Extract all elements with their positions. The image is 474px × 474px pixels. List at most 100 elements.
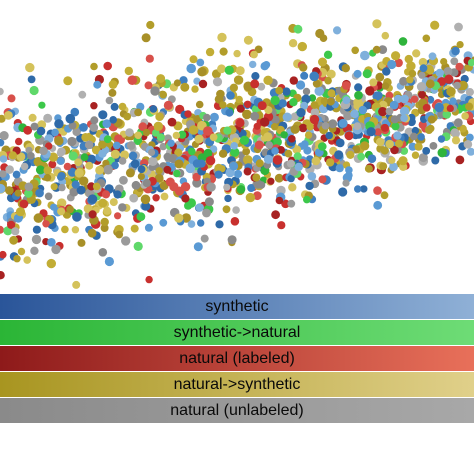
data-point-natural-unlabeled- [276, 185, 286, 196]
data-point-synthetic-natural [318, 142, 327, 151]
data-point-natural-synthetic [109, 198, 118, 207]
data-point-synthetic [393, 131, 402, 140]
data-point-natural-labeled- [288, 135, 296, 143]
data-point-natural-labeled- [198, 79, 208, 89]
data-point-synthetic [422, 147, 431, 155]
legend-label-natural-labeled: natural (labeled) [179, 350, 295, 367]
data-point-natural-synthetic [23, 256, 32, 264]
data-point-natural-unlabeled- [342, 179, 350, 187]
data-point-natural-unlabeled- [90, 116, 99, 125]
data-point-natural-labeled- [318, 175, 327, 184]
data-point-synthetic [185, 163, 196, 174]
data-point-synthetic [338, 118, 348, 128]
data-point-natural-synthetic [263, 132, 273, 142]
data-point-natural-synthetic [155, 167, 163, 175]
data-point-natural-synthetic [3, 111, 13, 120]
data-point-natural-synthetic [50, 183, 58, 191]
data-point-natural-synthetic [427, 115, 436, 124]
data-point-natural-labeled- [444, 74, 454, 84]
data-point-natural-synthetic [57, 207, 66, 216]
data-point-natural-labeled- [138, 122, 148, 132]
data-point-natural-labeled- [114, 134, 123, 143]
data-point-synthetic [214, 170, 223, 179]
data-point-natural-synthetic [87, 228, 97, 238]
data-point-natural-unlabeled- [118, 157, 127, 165]
data-point-natural-labeled- [244, 100, 252, 109]
data-point-natural-synthetic [66, 205, 74, 214]
data-point-synthetic [72, 212, 82, 222]
data-point-natural-labeled- [145, 54, 154, 63]
data-point-synthetic [51, 128, 59, 137]
data-point-natural-labeled- [378, 107, 388, 117]
data-point-natural-synthetic [275, 86, 284, 95]
data-point-synthetic [79, 123, 88, 132]
data-point-natural-unlabeled- [399, 76, 408, 86]
data-point-natural-synthetic [312, 79, 321, 88]
data-point-synthetic [110, 102, 119, 111]
data-point-synthetic [113, 190, 122, 199]
data-point-synthetic [104, 256, 114, 267]
data-point-natural-synthetic [235, 95, 243, 104]
data-point-synthetic [86, 154, 97, 164]
data-point-natural-labeled- [455, 155, 465, 165]
data-point-synthetic-natural [178, 130, 187, 139]
data-point-synthetic [71, 180, 80, 189]
data-point-natural-unlabeled- [119, 175, 128, 185]
data-point-synthetic-natural [38, 101, 46, 109]
data-point-synthetic [353, 69, 362, 78]
data-point-synthetic [271, 147, 279, 155]
data-point-natural-unlabeled- [416, 82, 427, 92]
legend-label-synthetic-to-natural: synthetic->natural [173, 324, 301, 341]
data-point-natural-synthetic [159, 90, 167, 99]
data-point-natural-unlabeled- [89, 123, 99, 132]
data-point-natural-synthetic [379, 162, 388, 171]
data-point-synthetic [247, 184, 256, 192]
data-point-natural-synthetic [110, 149, 120, 159]
data-point-natural-unlabeled- [287, 199, 296, 208]
data-point-natural-unlabeled- [227, 235, 237, 245]
data-point-natural-synthetic [243, 35, 253, 45]
data-point-natural-unlabeled- [385, 107, 394, 116]
data-point-synthetic [358, 105, 367, 115]
data-point-natural-labeled- [90, 102, 98, 110]
data-point-natural-synthetic [242, 109, 252, 120]
data-point-natural-synthetic [191, 85, 199, 93]
data-point-synthetic [338, 187, 348, 197]
data-point-synthetic-natural [230, 147, 240, 157]
data-point-natural-unlabeled- [30, 246, 39, 255]
data-point-synthetic-natural [68, 151, 78, 161]
data-point-natural-labeled- [163, 100, 173, 110]
data-point-synthetic [282, 87, 291, 96]
data-point-natural-synthetic [219, 47, 228, 56]
data-point-natural-synthetic [385, 139, 394, 149]
data-point-natural-labeled- [272, 155, 283, 165]
data-point-natural-synthetic [28, 113, 37, 122]
data-point-natural-synthetic [252, 173, 261, 182]
data-point-natural-synthetic [90, 62, 98, 71]
data-point-synthetic [408, 142, 417, 151]
data-point-synthetic [76, 185, 86, 195]
data-point-synthetic [111, 161, 119, 170]
data-point-natural-labeled- [144, 81, 153, 90]
data-point-synthetic [47, 238, 56, 247]
data-point-synthetic-natural [103, 135, 112, 144]
data-point-natural-unlabeled- [57, 147, 66, 156]
data-point-natural-labeled- [298, 123, 308, 133]
data-point-natural-unlabeled- [72, 127, 81, 137]
data-point-synthetic [112, 141, 121, 150]
data-point-synthetic [360, 50, 370, 61]
data-point-natural-synthetic [174, 159, 184, 169]
data-point-natural-synthetic [140, 194, 151, 205]
data-point-natural-labeled- [63, 162, 72, 171]
data-point-synthetic [300, 140, 309, 149]
data-point-synthetic [87, 194, 98, 204]
data-point-natural-synthetic [327, 89, 336, 98]
data-point-natural-unlabeled- [105, 96, 114, 105]
data-point-natural-unlabeled- [159, 142, 167, 151]
data-point-synthetic [335, 164, 344, 173]
data-point-natural-synthetic [63, 76, 73, 86]
data-point-natural-labeled- [267, 177, 275, 185]
data-point-natural-labeled- [203, 126, 213, 136]
data-point-synthetic [226, 91, 235, 100]
data-point-synthetic [0, 183, 6, 194]
